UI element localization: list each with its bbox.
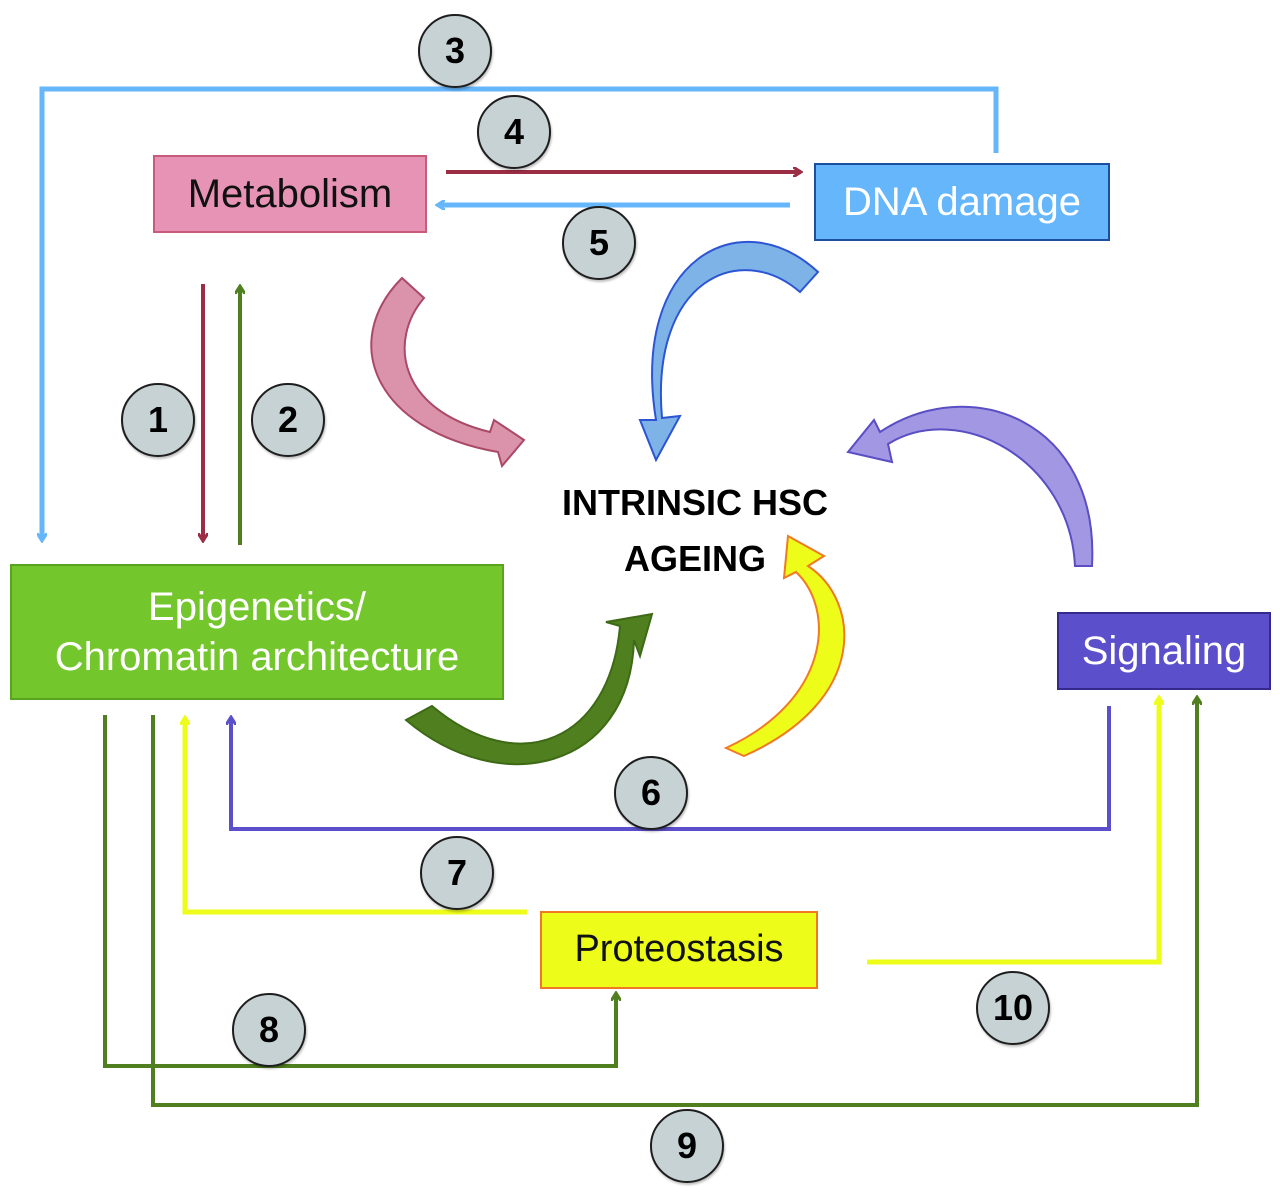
badge-1: 1 xyxy=(121,383,195,457)
node-dna-damage-label: DNA damage xyxy=(843,180,1081,224)
node-epigenetics-label-line1: Epigenetics/ xyxy=(148,585,366,629)
connection-7 xyxy=(185,718,527,915)
node-proteostasis: Proteostasis xyxy=(540,911,818,989)
connection-10 xyxy=(867,698,1159,965)
badge-2: 2 xyxy=(251,383,325,457)
curved-arrow-proteostasis xyxy=(723,534,846,758)
node-epigenetics: Epigenetics/ Chromatin architecture xyxy=(10,564,504,700)
badge-8: 8 xyxy=(232,993,306,1067)
node-signaling-label: Signaling xyxy=(1081,629,1247,673)
connection-3 xyxy=(42,86,999,540)
curved-arrow-metabolism xyxy=(370,276,526,469)
badge-10: 10 xyxy=(976,971,1050,1045)
curved-arrow-signaling xyxy=(846,405,1094,567)
node-metabolism-label: Metabolism xyxy=(187,172,393,216)
badge-5: 5 xyxy=(562,206,636,280)
badge-4: 4 xyxy=(477,95,551,169)
center-label: INTRINSIC HSC AGEING xyxy=(530,475,860,587)
curved-arrow-epigenetics xyxy=(404,612,654,766)
node-proteostasis-label: Proteostasis xyxy=(574,928,784,971)
connection-8 xyxy=(103,715,616,1068)
badge-6: 6 xyxy=(614,756,688,830)
badge-3: 3 xyxy=(418,14,492,88)
badge-7: 7 xyxy=(420,836,494,910)
node-epigenetics-label-line2: Chromatin architecture xyxy=(54,635,460,679)
center-label-line1: INTRINSIC HSC xyxy=(561,482,828,523)
node-metabolism: Metabolism xyxy=(153,155,427,233)
node-signaling: Signaling xyxy=(1057,612,1271,690)
connection-6 xyxy=(231,706,1111,831)
center-label-line2: AGEING xyxy=(623,538,766,579)
connection-9 xyxy=(151,698,1197,1107)
node-dna-damage: DNA damage xyxy=(814,163,1110,241)
curved-arrow-dna xyxy=(638,240,820,463)
badge-9: 9 xyxy=(650,1109,724,1183)
